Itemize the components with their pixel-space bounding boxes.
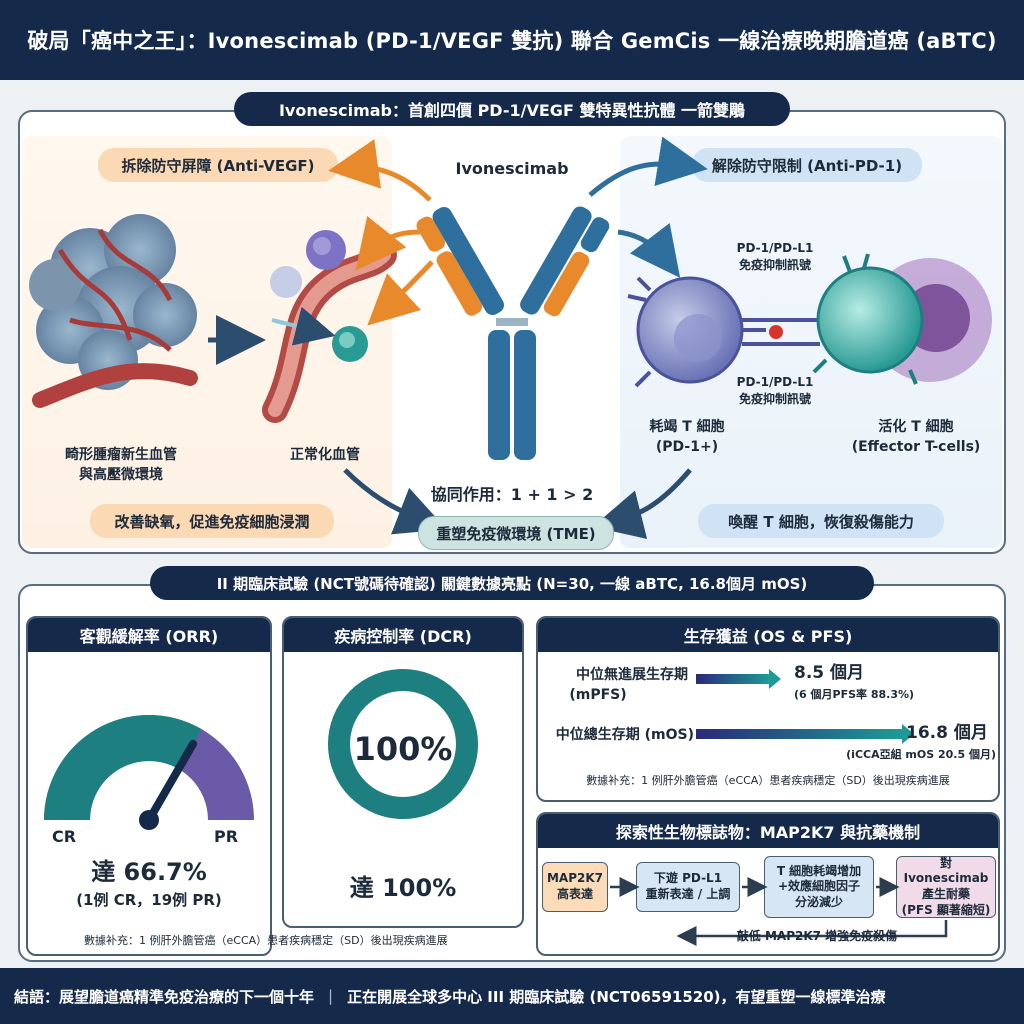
os-value: 16.8 個月 <box>906 723 988 743</box>
tumor-label-2: 與高壓微環境 <box>79 467 163 483</box>
dcr-value: 達 100% <box>349 874 457 902</box>
right-benefit-tag: 喚醒 T 細胞，恢復殺傷能力 <box>698 504 944 538</box>
survival-header: 生存獲益 (OS & PFS) <box>538 618 998 652</box>
pfs-label-1: 中位無進展生存期 <box>576 667 688 683</box>
signal-bottom-1: PD-1/PD-L1 <box>736 375 814 389</box>
tme-tag: 重塑免疫微環境 (TME) <box>418 516 614 550</box>
footer: 結語：展望膽道癌精準免疫治療的下一個十年 | 正在開展全球多中心 III 期臨床… <box>0 968 1024 1024</box>
survival-card: 生存獲益 (OS & PFS) <box>536 616 1000 802</box>
os-note: (iCCA亞組 mOS 20.5 個月) <box>846 748 996 761</box>
footer-divider: | <box>328 987 334 1005</box>
signal-bottom-2: 免疫抑制訊號 <box>738 392 811 406</box>
synergy-label: 協同作用：1 + 1 > 2 <box>430 485 594 504</box>
biomarker-feedback: 敲低 MAP2K7 增強免疫殺傷 <box>736 929 898 943</box>
pfs-note: (6 個月PFS率 88.3%) <box>794 688 915 701</box>
antibody-label: Ivonescimab <box>455 159 569 178</box>
survival-bars <box>696 669 914 744</box>
orr-cr-label: CR <box>51 827 77 846</box>
anti-vegf-tag: 拆除防守屏障 (Anti-VEGF) <box>98 148 338 182</box>
step-exhaustion: T 細胞耗竭增加+效應細胞因子分泌減少 <box>764 856 874 918</box>
orr-value: 達 66.7% <box>91 858 207 886</box>
pfs-label-2: (mPFS) <box>569 687 627 703</box>
dcr-header: 疾病控制率 (DCR) <box>284 618 522 652</box>
activated-t-cell-label-1: 活化 T 細胞 <box>878 419 954 435</box>
survival-footnote: 數據补充：1 例肝外膽管癌（eCCA）患者疾病穩定（SD）後出現疾病進展 <box>586 774 950 787</box>
mechanism-title: Ivonescimab：首創四價 PD-1/VEGF 雙特異性抗體 一箭雙鵰 <box>234 92 790 126</box>
orr-pr-label: PR <box>213 827 239 846</box>
pd1-pdl1-junction <box>742 318 820 346</box>
exhausted-t-cell-label-1: 耗竭 T 細胞 <box>649 419 725 435</box>
pfs-value: 8.5 個月 <box>794 663 865 683</box>
activated-t-cell-label-2: (Effector T-cells) <box>851 439 981 455</box>
tumor-label-1: 畸形腫瘤新生血管 <box>65 447 177 463</box>
left-benefit-tag: 改善缺氧，促進免疫細胞浸潤 <box>90 504 334 538</box>
footer-phase3: 正在開展全球多中心 III 期臨床試驗 (NCT06591520)，有望重塑一線… <box>347 987 886 1006</box>
dcr-center-value: 100% <box>353 730 453 768</box>
signal-top-1: PD-1/PD-L1 <box>736 241 814 255</box>
dcr-ring <box>328 669 478 819</box>
biomarker-arrows <box>610 877 948 946</box>
exhausted-t-cell-label-2: (PD-1+) <box>655 439 719 455</box>
orr-header: 客觀緩解率 (ORR) <box>28 618 270 652</box>
tumor-cluster <box>29 214 198 408</box>
antibody-structure <box>416 206 610 460</box>
dcr-card: 疾病控制率 (DCR) <box>282 616 524 928</box>
orr-detail: (1例 CR，19例 PR) <box>76 891 222 909</box>
exhausted-t-cell <box>627 276 766 388</box>
os-label: 中位總生存期 (mOS) <box>555 727 694 743</box>
activated-t-cell <box>812 253 992 385</box>
orr-gauge <box>44 715 254 830</box>
orr-footnote: 數據补充：1 例肝外膽管癌（eCCA）患者疾病穩定（SD）後出現疾病進展 <box>84 934 448 947</box>
anti-pd1-tag: 解除防守限制 (Anti-PD-1) <box>692 148 922 182</box>
signal-top-2: 免疫抑制訊號 <box>738 258 811 272</box>
trial-title: II 期臨床試驗 (NCT號碼待確認) 關鍵數據亮點 (N=30, 一線 aBT… <box>150 566 874 600</box>
normalized-vessel <box>262 230 397 423</box>
footer-conclusion: 結語：展望膽道癌精準免疫治療的下一個十年 <box>14 987 315 1006</box>
biomarker-header: 探索性生物標誌物：MAP2K7 與抗藥機制 <box>538 814 998 848</box>
page-title: 破局「癌中之王」：Ivonescimab (PD-1/VEGF 雙抗) 聯合 G… <box>0 0 1024 80</box>
vessel-label: 正常化血管 <box>290 447 360 463</box>
